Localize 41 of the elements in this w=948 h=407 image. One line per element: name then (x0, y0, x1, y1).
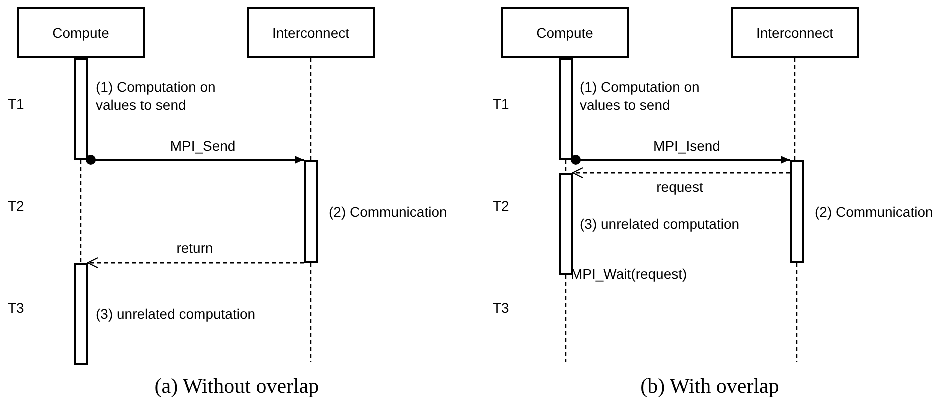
activation-bar (790, 160, 804, 263)
note-text: (1) Computation on values to send (580, 78, 701, 114)
time-step-label: T1 (493, 95, 510, 113)
participant-box (501, 7, 629, 58)
lifeline (80, 160, 82, 263)
lifeline (310, 58, 312, 160)
message-arrow (86, 155, 304, 165)
participant-label: Interconnect (272, 24, 350, 40)
figure-caption: (b) With overlap (640, 374, 780, 399)
figure-caption: (a) Without overlap (154, 374, 320, 399)
participant-box (731, 7, 859, 58)
participant-label: Compute (52, 24, 110, 40)
participant-label: Compute (536, 24, 594, 40)
participant-label: Interconnect (756, 24, 834, 40)
return-arrow (572, 167, 790, 179)
note-text: (1) Computation on values to send (96, 78, 217, 114)
message-arrow (571, 155, 790, 165)
time-step-label: T2 (8, 197, 24, 215)
participant-box (247, 7, 375, 58)
note-text: (3) unrelated computation (96, 305, 256, 323)
activation-bar (74, 58, 88, 160)
time-step-label: T3 (493, 299, 510, 317)
activation-bar (559, 173, 573, 275)
note-text: MPI_Wait(request) (571, 265, 688, 283)
lifeline (310, 263, 312, 362)
lifeline (796, 263, 798, 362)
activation-bar (304, 160, 318, 263)
time-step-label: T3 (8, 299, 24, 317)
edge-label: MPI_Isend (652, 138, 722, 154)
activation-bar (559, 58, 573, 160)
lifeline (565, 160, 567, 173)
participant-box (17, 7, 145, 58)
time-step-label: T1 (8, 95, 24, 113)
time-step-label: T2 (493, 197, 510, 215)
note-text: (2) Communication (815, 203, 934, 221)
lifeline (794, 58, 796, 160)
note-text: (3) unrelated computation (580, 215, 740, 233)
note-text: (2) Communication (329, 203, 448, 221)
activation-bar (74, 263, 88, 365)
lifeline (565, 275, 567, 362)
return-arrow (87, 257, 304, 269)
